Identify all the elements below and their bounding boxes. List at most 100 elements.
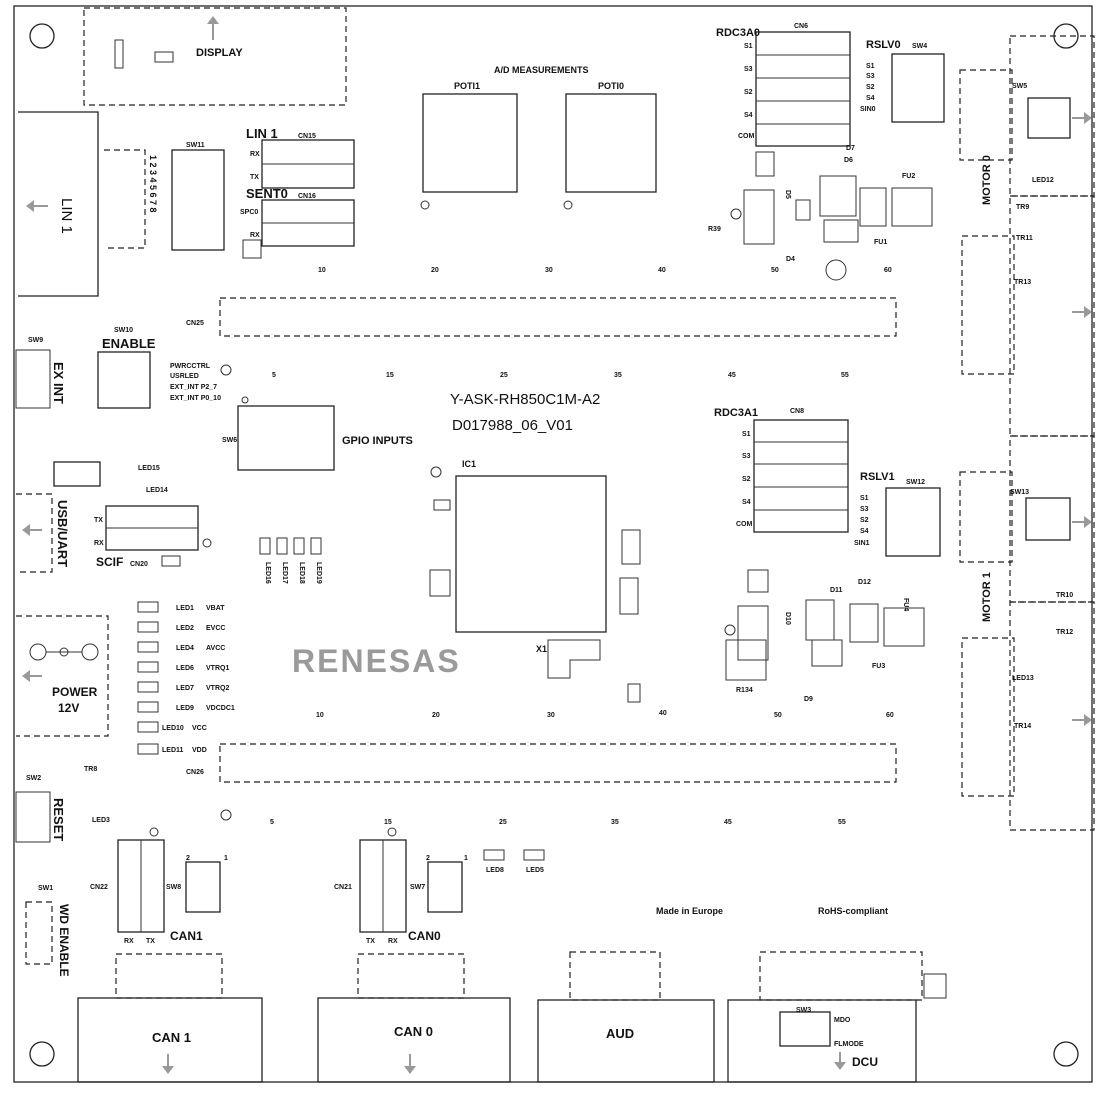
rdc3a0-label: RDC3A0 [716, 27, 760, 39]
can1-label: CAN1 [170, 929, 203, 943]
tr11-label: TR11 [1016, 235, 1033, 242]
cn20-part [161, 555, 181, 567]
lin1-arrow-head-icon [26, 200, 34, 212]
aud-connector-top [569, 951, 661, 1001]
r134-label: R134 [736, 687, 753, 694]
motor1-d12: D12 [858, 579, 871, 586]
cn8-pin-1: S3 [742, 453, 751, 460]
cn15-rx: RX [250, 151, 260, 158]
sent0-part [242, 239, 262, 259]
sw8-label: SW8 [166, 884, 181, 891]
sw10-switch [97, 351, 151, 409]
motor1-fu4: FU4 [902, 598, 909, 611]
led3-label: LED3 [92, 817, 110, 824]
motor1-power-stage: D10 D11 D12 D9 FU3 FU4 R134 [724, 569, 925, 703]
motor0-fu1: FU1 [874, 239, 887, 246]
enable-label: ENABLE [102, 336, 156, 351]
dcu-jumper [923, 973, 947, 999]
motor0-transistors [1009, 195, 1095, 437]
motor0-d6: D6 [844, 157, 853, 164]
tick-bot-0: 10 [316, 712, 324, 719]
sw12-label: SW12 [906, 479, 925, 486]
sw13-switch [1025, 497, 1071, 541]
sw2-label: SW2 [26, 775, 41, 782]
sent0-label: SENT0 [246, 186, 288, 201]
sw7-pin-1: 1 [464, 855, 468, 862]
rslv1-label: RSLV1 [860, 471, 895, 483]
led11-name: VDD [192, 747, 207, 754]
ic1-cap-4 [619, 577, 639, 615]
ic1-cap-1 [433, 499, 451, 511]
tick-bot-3: 40 [659, 710, 667, 717]
power-polarity-minus-icon [29, 643, 47, 661]
tick-topb-2: 25 [500, 372, 508, 379]
rslv0-label: RSLV0 [866, 39, 901, 51]
rslv0-pin-3: S4 [866, 95, 875, 102]
poti0-label: POTI0 [598, 81, 624, 91]
sw5-label: SW5 [1012, 83, 1027, 90]
tick-top-5: 60 [884, 267, 892, 274]
tick-top-2: 30 [545, 267, 553, 274]
led7-name: VTRQ2 [206, 685, 229, 692]
gpio-led-group: LED16 LED17 LED18 LED19 [259, 537, 322, 584]
tick-bot-2: 30 [547, 712, 555, 719]
rslv0-pin-0: S1 [866, 63, 875, 70]
led2-id: LED2 [176, 625, 194, 632]
can0-connector-top [357, 953, 465, 999]
can1-connector-top [115, 953, 223, 999]
tick-top-3: 40 [658, 267, 666, 274]
cn16-spc0: SPC0 [240, 209, 258, 216]
can0-connector [317, 997, 511, 1083]
can0-arrow-head-icon [404, 1066, 416, 1074]
cn25-label: CN25 [186, 320, 204, 327]
tick-row-bottom-b: 5 15 25 35 45 55 [270, 819, 846, 826]
cn26-testpoint [220, 809, 232, 821]
cn15-label: CN15 [298, 133, 316, 140]
x1-crystal [547, 639, 601, 679]
led11-id: LED11 [162, 747, 184, 754]
tick-row-bottom: 10 20 30 40 50 60 [316, 710, 894, 719]
cn26-header [219, 743, 897, 783]
rslv1-pin-1: S3 [860, 506, 869, 513]
flmode-label: FLMODE [834, 1041, 864, 1048]
mounting-hole-bottom-left [29, 1041, 55, 1067]
sw8-switch [185, 861, 221, 913]
motor1-phase-arrow-head-icon [1084, 714, 1092, 726]
tick-botb-3: 35 [611, 819, 619, 826]
motor0-connector-b [961, 235, 1015, 375]
tick-topb-3: 35 [614, 372, 622, 379]
led13-label: LED13 [1012, 675, 1034, 682]
motor1-d9: D9 [804, 696, 813, 703]
made-in-label: Made in Europe [656, 906, 723, 916]
motor0-bridge [1009, 35, 1095, 197]
dcu-connector [727, 999, 917, 1083]
tick-top-0: 10 [318, 267, 326, 274]
scif-tx: TX [94, 517, 103, 524]
tick-topb-0: 5 [272, 372, 276, 379]
lin1-header-label: LIN 1 [246, 126, 278, 141]
aud-connector [537, 999, 715, 1083]
usrled-label: USRLED [170, 373, 199, 380]
led5-part [523, 849, 545, 861]
rslv0-pin-1: S3 [866, 73, 875, 80]
sw9-switch [15, 349, 51, 409]
sw7-label: SW7 [410, 884, 425, 891]
motor1-connector-b [961, 637, 1015, 797]
motor0-d7: D7 [846, 145, 855, 152]
led16-label: LED16 [264, 562, 271, 584]
tick-bot-4: 50 [774, 712, 782, 719]
led1-name: VBAT [206, 605, 225, 612]
led6-name: VTRQ1 [206, 665, 229, 672]
tick-botb-2: 25 [499, 819, 507, 826]
tick-topb-1: 15 [386, 372, 394, 379]
mdo-label: MDO [834, 1017, 851, 1024]
motor0-phase-arrow-head-icon [1084, 306, 1092, 318]
cn22-rx: RX [124, 938, 134, 945]
led1-id: LED1 [176, 605, 194, 612]
led9-name: VDCDC1 [206, 705, 235, 712]
cn6-pin-0: S1 [744, 43, 753, 50]
poti1-label: POTI1 [454, 81, 480, 91]
sw11-switch [171, 149, 225, 251]
motor0-d4: D4 [786, 256, 795, 263]
